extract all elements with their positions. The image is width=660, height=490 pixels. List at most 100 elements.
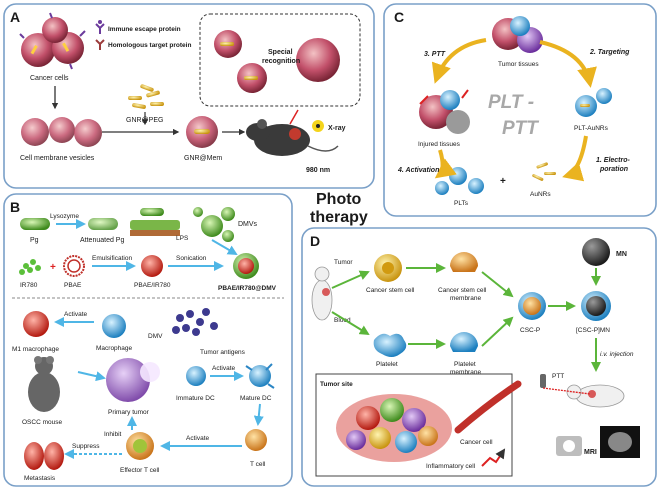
cancer-cells-icon bbox=[19, 12, 86, 70]
tumor-mass-icon bbox=[336, 394, 452, 462]
therapy-title: therapy bbox=[310, 209, 368, 226]
oscc-mouse-label: OSCC mouse bbox=[22, 419, 62, 426]
pbae-ir780-dmv-label: PBAE/IR780@DMV bbox=[218, 285, 277, 292]
immune-escape-icon bbox=[95, 20, 105, 34]
ptt-d-label: PTT bbox=[552, 373, 564, 380]
csc-membrane-label-2: membrane bbox=[450, 295, 481, 302]
csc-p-label: CSC-P bbox=[520, 327, 540, 334]
m1-macrophage-label: M1 macrophage bbox=[12, 346, 59, 353]
ir780-icon bbox=[19, 259, 41, 275]
special-recognition-box bbox=[199, 13, 361, 107]
ir780-label: IR780 bbox=[20, 282, 38, 289]
mature-dc-label: Mature DC bbox=[240, 395, 272, 402]
effector-t-cell-label: Effector T cell bbox=[120, 467, 160, 474]
legend-homologous-target: Homologous target protein bbox=[108, 42, 191, 49]
primary-tumor-label: Primary tumor bbox=[108, 409, 150, 416]
emulsification-label: Emulsification bbox=[92, 255, 132, 262]
pbae-ir780-dmv-icon bbox=[233, 253, 259, 279]
pg-label: Pg bbox=[30, 237, 39, 244]
effector-t-cell-icon bbox=[126, 432, 154, 460]
csc-membrane-icon bbox=[450, 252, 478, 272]
macrophage-icon bbox=[102, 314, 126, 338]
dmv-cluster-icon bbox=[172, 308, 218, 336]
tumor-tissues-label: Tumor tissues bbox=[498, 61, 539, 68]
membrane-vesicles-icon bbox=[21, 117, 102, 147]
mri-label: MRI bbox=[584, 449, 597, 456]
pbae-label: PBAE bbox=[64, 282, 82, 289]
pg-bacteria-icon bbox=[20, 218, 50, 230]
panel-c-letter: C bbox=[394, 9, 404, 25]
suppress-label: Suppress bbox=[72, 443, 100, 450]
tumor-antigens-label: Tumor antigens bbox=[200, 349, 246, 356]
aunrs-icon bbox=[532, 162, 556, 181]
activate-2-label: Activate bbox=[212, 365, 236, 372]
plt-ptt-title-1: PLT - bbox=[488, 92, 534, 113]
lps-surface-icon bbox=[130, 208, 180, 236]
platelet-membrane-label-2: membrane bbox=[450, 369, 481, 376]
membrane-vesicles-label: Cell membrane vesicles bbox=[20, 155, 95, 162]
iv-injection-label: i.v. injection bbox=[600, 351, 634, 358]
gnr-mem-label: GNR@Mem bbox=[184, 155, 222, 162]
plt-aunrs-icon bbox=[575, 88, 612, 117]
plts-label: PLTs bbox=[454, 200, 469, 207]
cancer-cell-label: Cancer cell bbox=[460, 439, 493, 446]
primary-tumor-icon bbox=[106, 358, 160, 402]
platelet-membrane-label-1: Platelet bbox=[454, 361, 476, 368]
macrophage-label: Macrophage bbox=[96, 345, 133, 352]
csc-p-mn-icon bbox=[581, 291, 611, 321]
pbae-ir780-label: PBAE/IR780 bbox=[134, 282, 171, 289]
mature-dc-icon bbox=[245, 363, 275, 389]
platelet-icon bbox=[373, 333, 407, 357]
lysozyme-label: Lysozyme bbox=[50, 213, 79, 220]
gnr-peg-label: GNR@PEG bbox=[126, 117, 163, 124]
donor-mouse-icon bbox=[311, 266, 333, 321]
tumor-tissues-icon bbox=[492, 16, 543, 53]
electroporation-label-2: poration bbox=[599, 166, 628, 173]
mouse-icon bbox=[246, 119, 339, 156]
csc-p-mn-label: [CSC-P]MN bbox=[576, 327, 610, 334]
recognition-label: recognition bbox=[262, 58, 300, 65]
gnr-mem-icon bbox=[186, 116, 218, 148]
inflammatory-cell-label: Inflammatory cell bbox=[426, 463, 476, 470]
plt-aunrs-label: PLT-AuNRs bbox=[574, 125, 609, 132]
recognition-cells-icon bbox=[214, 30, 340, 93]
oscc-mouse-icon bbox=[28, 356, 60, 412]
activation-step-label: 4. Activation bbox=[397, 167, 439, 174]
aunrs-label: AuNRs bbox=[530, 191, 551, 198]
panel-d-letter: D bbox=[310, 233, 320, 249]
mn-icon bbox=[582, 238, 610, 266]
xray-label: X-ray bbox=[328, 125, 346, 132]
nm980-label: 980 nm bbox=[306, 167, 330, 174]
panel-a-letter: A bbox=[10, 9, 20, 25]
tumor-site-label: Tumor site bbox=[320, 381, 353, 388]
legend-immune-escape: Immune escape protein bbox=[108, 26, 181, 33]
attenuated-pg-icon bbox=[88, 218, 118, 230]
cancer-stem-cell-icon bbox=[374, 254, 402, 282]
electroporation-label-1: 1. Electro- bbox=[596, 157, 631, 164]
csc-membrane-label-1: Cancer stem cell bbox=[438, 287, 487, 294]
platelet-label: Platelet bbox=[376, 361, 398, 368]
mn-label: MN bbox=[616, 251, 627, 258]
plus-b: + bbox=[50, 262, 56, 273]
lps-label: LPS bbox=[176, 235, 189, 242]
dmv-label: DMV bbox=[148, 333, 163, 340]
photo-title: Photo bbox=[316, 191, 362, 208]
platelet-membrane-icon bbox=[450, 332, 478, 352]
ptt-step-label: 3. PTT bbox=[424, 51, 446, 58]
mri-scanner-icon bbox=[556, 426, 640, 458]
cancer-cells-label: Cancer cells bbox=[30, 75, 69, 82]
sonication-label: Sonication bbox=[176, 255, 207, 262]
panel-b-letter: B bbox=[10, 199, 20, 215]
csc-label: Cancer stem cell bbox=[366, 287, 415, 294]
injured-tissues-label: Injured tissues bbox=[418, 141, 461, 148]
inhibit-label: Inhibit bbox=[104, 431, 122, 438]
metastasis-label: Metastasis bbox=[24, 475, 56, 482]
activate-3-label: Activate bbox=[186, 435, 210, 442]
plus-sign: + bbox=[500, 176, 506, 187]
gnr-peg-rods-icon bbox=[128, 84, 164, 109]
injured-tissues-icon bbox=[419, 89, 470, 134]
attenuated-pg-label: Attenuated Pg bbox=[80, 237, 124, 244]
special-label: Special bbox=[268, 49, 293, 56]
radiation-icon bbox=[312, 120, 324, 132]
